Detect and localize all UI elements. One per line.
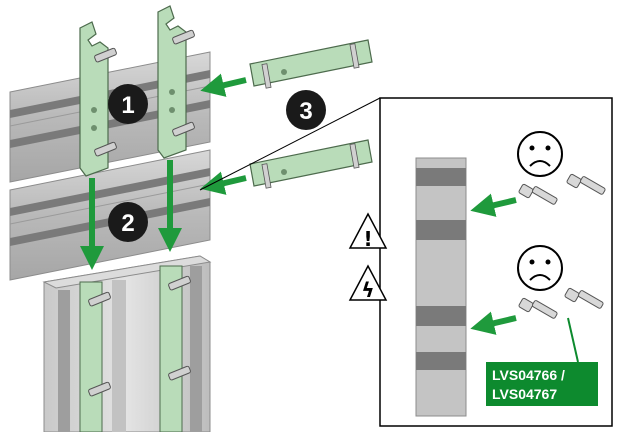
part-reference-line1: LVS04766 / xyxy=(492,367,565,383)
tag-leader-line xyxy=(567,317,579,363)
detail-arrow-lower xyxy=(470,311,517,335)
detail-panel: ! ϟ xyxy=(199,97,613,427)
callout-line xyxy=(199,97,381,191)
step-badge-2: 2 xyxy=(108,202,148,242)
assembly-arrows xyxy=(80,73,247,270)
bracket-screws xyxy=(94,29,195,157)
part-reference-tag: LVS04766 / LVS04767 xyxy=(486,362,598,406)
step-number-2: 2 xyxy=(121,210,134,237)
sad-face-icon xyxy=(517,245,563,291)
warning-triangle-icon: ! xyxy=(348,212,388,251)
svg-text:ϟ: ϟ xyxy=(361,278,374,302)
vertical-upright xyxy=(42,255,212,432)
detail-rail xyxy=(415,157,467,417)
part-reference-line2: LVS04767 xyxy=(492,386,557,402)
electrical-hazard-icon: ϟ xyxy=(348,264,388,302)
sad-face-icon xyxy=(517,131,563,177)
svg-text:!: ! xyxy=(363,227,372,251)
step-badge-3: 3 xyxy=(286,90,326,130)
horizontal-bracket-upper xyxy=(249,39,373,89)
detail-arrow-upper xyxy=(470,193,517,217)
step-badge-1: 1 xyxy=(108,84,148,124)
step-number-3: 3 xyxy=(299,98,312,125)
arrow-lower-bracket-left xyxy=(200,171,247,195)
detail-screws xyxy=(518,173,606,319)
horizontal-bracket-lower xyxy=(249,139,373,189)
step-number-1: 1 xyxy=(121,92,134,119)
vertical-bracket-right xyxy=(157,5,187,159)
arrow-upper-bracket-left xyxy=(200,73,247,97)
